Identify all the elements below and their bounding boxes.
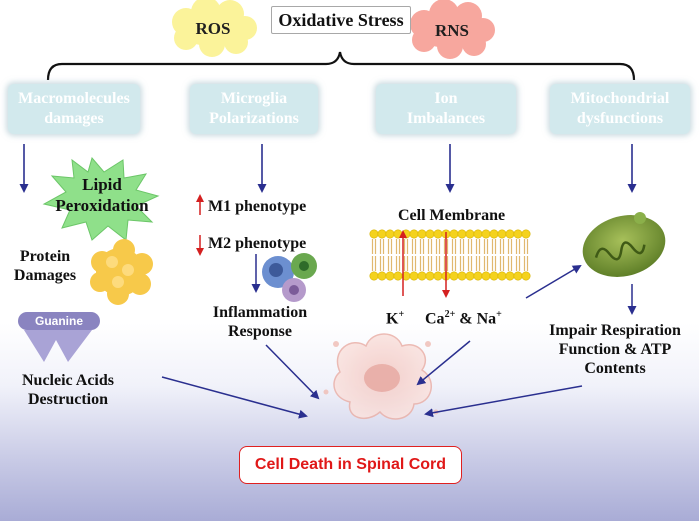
nucleic-line2: Destruction [28, 391, 108, 408]
lipid-head [489, 271, 499, 281]
impair-line2: Function & ATP [558, 341, 672, 358]
inflammation-line1: Inflammation [212, 304, 308, 321]
potassium-label: K+ [386, 305, 404, 328]
category-ion-line1: Ion [434, 90, 458, 107]
cell-death-outcome-box: Cell Death in Spinal Cord [239, 446, 462, 484]
calcium-sodium-label: Ca2+ & Na+ [425, 305, 502, 328]
category-ion-line2: Imbalances [406, 110, 486, 127]
lipid-head [513, 271, 523, 281]
cell-membrane-label: Cell Membrane [398, 207, 506, 224]
lipid-head [433, 229, 443, 239]
lipid-head [505, 229, 515, 239]
lipid-head [513, 229, 523, 239]
rns-cloud: RNS [410, 0, 495, 59]
protein-blob [90, 239, 153, 305]
protein-line2: Damages [13, 267, 77, 284]
lipid-head [393, 229, 403, 239]
oxidative-stress-title: Oxidative Stress [271, 6, 411, 34]
lipid-head [521, 271, 531, 281]
lipid-head [465, 229, 475, 239]
lipid-head [497, 271, 507, 281]
arrow-ion-to-cell [416, 340, 471, 386]
arrow-nucleic-to-cell [161, 376, 308, 419]
arrow-inflammation-to-cell [265, 344, 320, 400]
lipid-head [385, 271, 395, 281]
category-mitochondrial-line1: Mitochondrial [570, 90, 670, 107]
protein-line1: Protein [19, 248, 71, 265]
lipid-head [393, 271, 403, 281]
nucleic-line1: Nucleic Acids [22, 372, 114, 389]
ros-cloud: ROS [172, 0, 257, 57]
category-arrows [19, 144, 637, 193]
dying-cell [323, 333, 439, 420]
lipid-head [457, 229, 467, 239]
lipid-head [417, 229, 427, 239]
category-macromolecules-line1: Macromolecules [18, 90, 130, 107]
category-mitochondrial: Mitochondrial dysfunctions [550, 84, 690, 134]
lipid-star-shape [42, 156, 160, 241]
top-brace [46, 51, 636, 81]
lipid-head [473, 271, 483, 281]
rns-label: RNS [435, 21, 469, 40]
m2-phenotype-label: M2 phenotype [208, 235, 307, 252]
lipid-head [385, 229, 395, 239]
guanine-label: Guanine [35, 314, 83, 328]
sodium-symbol: & Na [455, 310, 497, 328]
category-microglia-line1: Microglia [220, 90, 288, 107]
lipid-head [449, 229, 459, 239]
impair-line3: Contents [584, 360, 646, 377]
lipid-head [425, 229, 435, 239]
lipid-head [377, 229, 387, 239]
lipid-head [457, 271, 467, 281]
arrow-impair-to-cell [424, 385, 583, 418]
guanine-shape: Guanine [18, 312, 100, 362]
lipid-head [433, 271, 443, 281]
potassium-charge: + [398, 309, 405, 320]
category-macromolecules: Macromolecules damages [8, 84, 140, 134]
lipid-line1: Lipid [82, 175, 122, 194]
lipid-head [497, 229, 507, 239]
microglia-cells [262, 253, 317, 302]
lipid-head [425, 271, 435, 281]
category-microglia-line2: Polarizations [209, 110, 299, 127]
impair-line1: Impair Respiration [549, 322, 681, 339]
lipid-head [473, 229, 483, 239]
calcium-charge: 2+ [444, 309, 456, 320]
lipid-head [481, 229, 491, 239]
cell-membrane-bilayer [369, 229, 531, 281]
lipid-head [521, 229, 531, 239]
calcium-symbol: Ca [425, 310, 445, 328]
lipid-head [481, 271, 491, 281]
lipid-head [409, 229, 419, 239]
lipid-head [489, 229, 499, 239]
lipid-head [377, 271, 387, 281]
lipid-head [417, 271, 427, 281]
category-macromolecules-line2: damages [44, 110, 104, 127]
arrow-ion-to-mito [525, 264, 582, 299]
ros-label: ROS [196, 19, 231, 38]
converging-arrows [161, 340, 583, 419]
lipid-head [369, 271, 379, 281]
lipid-head [449, 271, 459, 281]
lipid-head [369, 229, 379, 239]
lipid-head [465, 271, 475, 281]
sodium-charge: + [496, 309, 502, 320]
category-mitochondrial-line2: dysfunctions [576, 110, 664, 127]
lipid-head [409, 271, 419, 281]
lipid-line2: Peroxidation [55, 196, 149, 215]
m1-phenotype-label: M1 phenotype [208, 198, 307, 215]
potassium-symbol: K [386, 310, 399, 328]
mitochondrion [582, 212, 666, 277]
lipid-head [505, 271, 515, 281]
inflammation-line2: Response [227, 323, 292, 340]
